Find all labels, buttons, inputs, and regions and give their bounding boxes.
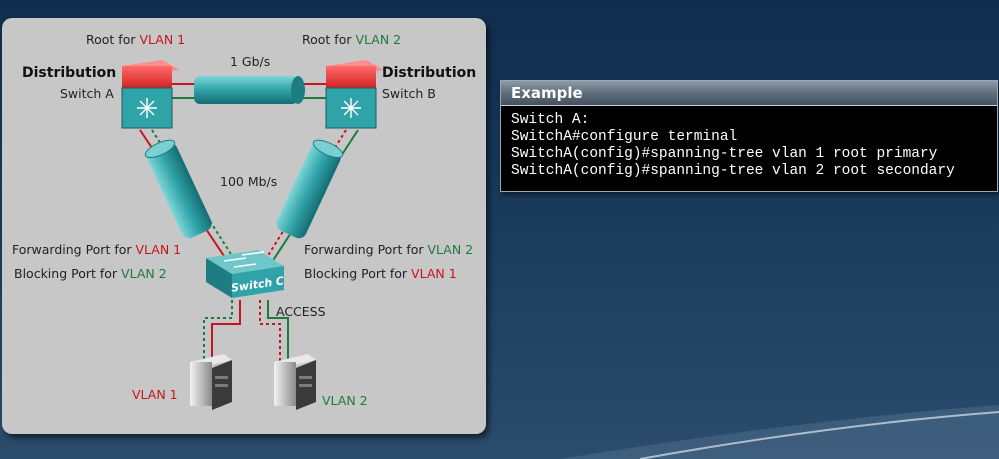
command-line: Switch A: xyxy=(511,112,590,128)
left-forwarding-label: Forwarding Port for VLAN 1 xyxy=(12,242,181,257)
uplink-a-c xyxy=(139,129,237,263)
server-2-icon[interactable] xyxy=(274,354,316,410)
example-title: Example xyxy=(501,81,997,106)
example-box: Example Switch A: SwitchA#configure term… xyxy=(500,80,998,192)
command-line: SwitchA#configure terminal xyxy=(511,129,738,145)
trunk-speed-label: 1 Gb/s xyxy=(230,54,270,69)
switch-b-role: Distribution xyxy=(382,65,476,81)
switch-a-icon[interactable] xyxy=(121,60,180,129)
diagram-panel: Switch C Root for VLAN 1 Root for VLAN 2… xyxy=(2,18,486,434)
trunk-ab-link xyxy=(170,76,332,104)
switch-a-root-label: Root for VLAN 1 xyxy=(86,32,185,47)
access-label: ACCESS xyxy=(276,304,326,319)
command-line: SwitchA(config)#spanning-tree vlan 1 roo… xyxy=(511,146,938,162)
server-2-vlan-label: VLAN 2 xyxy=(322,393,368,408)
right-blocking-label: Blocking Port for VLAN 1 xyxy=(304,266,457,281)
server-1-vlan-label: VLAN 1 xyxy=(132,387,178,402)
access-links xyxy=(203,300,289,362)
right-forwarding-label: Forwarding Port for VLAN 2 xyxy=(304,242,473,257)
switch-c-icon[interactable]: Switch C xyxy=(206,250,285,298)
server-1-icon[interactable] xyxy=(190,354,232,410)
example-commands: Switch A: SwitchA#configure terminal Swi… xyxy=(501,106,997,186)
uplink-speed-label: 100 Mb/s xyxy=(220,174,277,189)
switch-a-name: Switch A xyxy=(60,86,114,101)
switch-b-root-label: Root for VLAN 2 xyxy=(302,32,401,47)
switch-a-role: Distribution xyxy=(22,65,116,81)
command-line: SwitchA(config)#spanning-tree vlan 2 roo… xyxy=(511,163,955,179)
network-diagram: Switch C Root for VLAN 1 Root for VLAN 2… xyxy=(12,32,476,410)
switch-b-name: Switch B xyxy=(382,86,436,101)
uplink-b-c xyxy=(263,129,359,263)
left-blocking-label: Blocking Port for VLAN 2 xyxy=(14,266,167,281)
switch-b-icon[interactable] xyxy=(325,60,384,129)
